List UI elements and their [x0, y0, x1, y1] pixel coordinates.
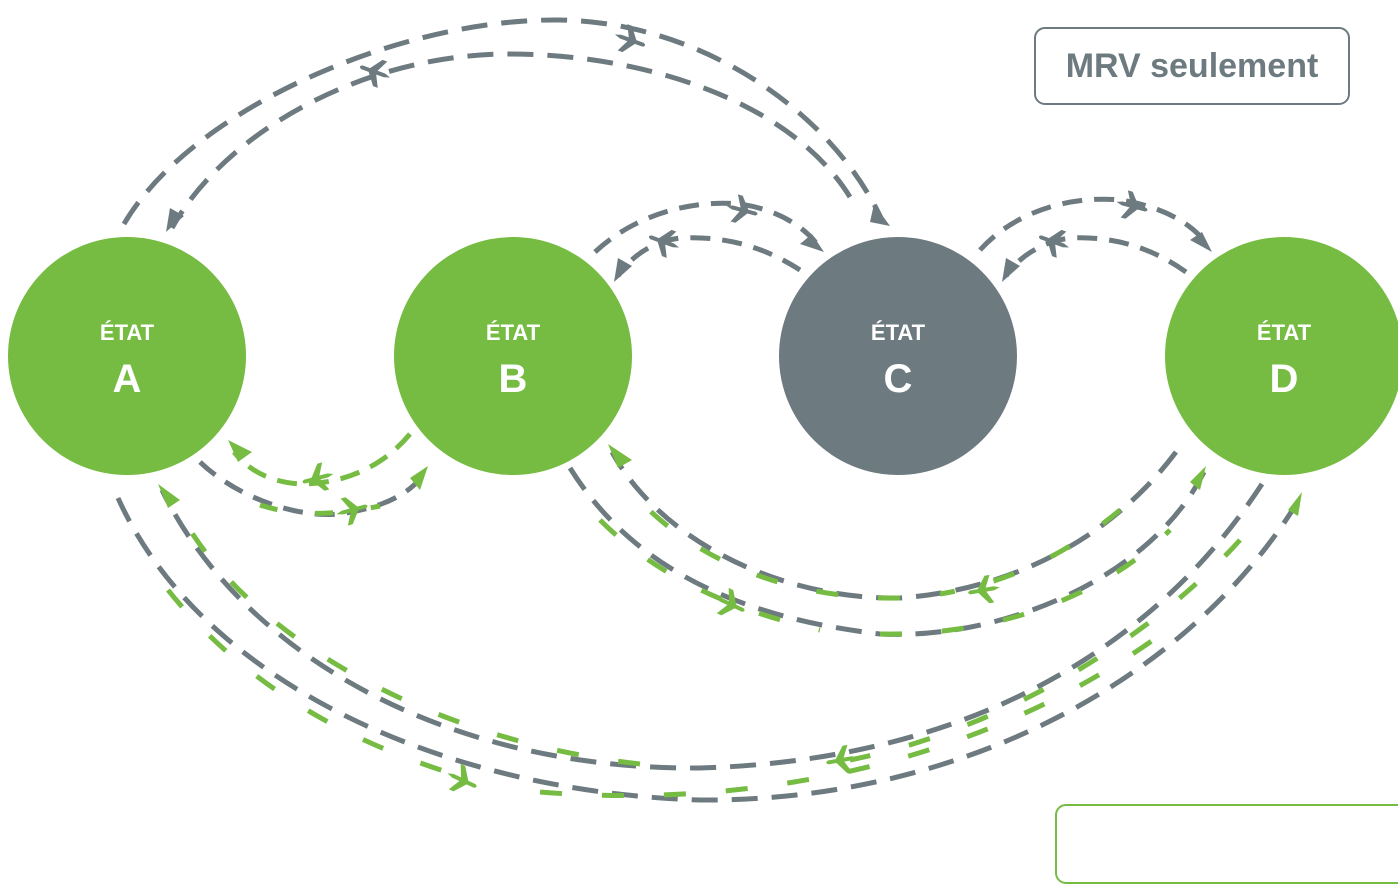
- route-c-to-a: [166, 51, 853, 232]
- route-path: [159, 482, 1265, 771]
- route-path: [198, 460, 427, 518]
- mrv-only-legend: MRV seulement: [1034, 27, 1350, 105]
- arrow-head: [614, 258, 632, 282]
- route-d-to-a: [158, 482, 1265, 777]
- route-d-to-c: [1002, 223, 1188, 282]
- arrow-head: [870, 204, 890, 226]
- route-d-to-b: [608, 444, 1178, 607]
- route-b-to-c: [593, 192, 824, 254]
- route-path: [232, 432, 412, 487]
- arrow-head: [800, 234, 824, 252]
- route-path: [115, 496, 1303, 803]
- arrow-head: [228, 440, 252, 462]
- route-path-green: [849, 538, 1242, 763]
- route-path: [593, 200, 823, 254]
- route-a-to-c: [121, 17, 890, 226]
- route-path-green: [879, 528, 1172, 637]
- state-circle: [394, 237, 632, 475]
- state-word: ÉTAT: [486, 320, 541, 345]
- arrow-head: [1002, 258, 1020, 282]
- state-word: ÉTAT: [871, 320, 926, 345]
- arrow-head: [410, 466, 428, 490]
- route-a-to-d: [115, 492, 1303, 803]
- plane-icon: [644, 223, 684, 261]
- route-b-to-d: [567, 466, 1207, 637]
- route-path: [1003, 235, 1188, 278]
- route-path: [121, 17, 884, 226]
- state-word: ÉTAT: [1257, 320, 1312, 345]
- state-circle: [1165, 237, 1398, 475]
- state-d-node: ÉTAT D: [1165, 237, 1398, 475]
- state-letter: B: [499, 357, 528, 401]
- plane-icon: [298, 460, 338, 496]
- state-c-node: ÉTAT C: [779, 237, 1017, 475]
- state-letter: A: [113, 357, 142, 401]
- route-path-green: [939, 508, 1122, 597]
- state-b-node: ÉTAT B: [394, 237, 632, 475]
- state-circle: [8, 237, 246, 475]
- state-letter: D: [1270, 357, 1299, 401]
- arrow-head: [1190, 232, 1212, 252]
- arrow-head: [1190, 466, 1206, 490]
- route-path-green: [166, 588, 461, 779]
- route-c-to-d: [978, 188, 1212, 252]
- flight-diagram: ÉTAT A ÉTAT B ÉTAT C ÉTAT D: [8, 17, 1398, 803]
- state-a-node: ÉTAT A: [8, 237, 246, 475]
- arrow-head: [158, 484, 180, 508]
- route-a-to-b: [198, 460, 428, 528]
- arrow-head: [166, 208, 184, 232]
- plane-icon: [722, 192, 762, 228]
- arrow-head: [1288, 492, 1302, 516]
- route-path-green: [628, 488, 901, 601]
- plane-icon: [1034, 223, 1074, 261]
- route-b-to-a: [228, 432, 412, 496]
- route-path-green: [187, 528, 641, 767]
- route-path: [615, 235, 802, 278]
- route-path-green: [539, 618, 1182, 798]
- arrow-head: [608, 444, 632, 468]
- route-c-to-b: [614, 223, 802, 282]
- legend-label: MRV seulement: [1065, 46, 1319, 85]
- route-path: [567, 466, 1207, 637]
- route-path: [978, 196, 1211, 252]
- state-circle: [779, 237, 1017, 475]
- state-word: ÉTAT: [100, 320, 155, 345]
- route-path-green: [598, 518, 821, 633]
- state-letter: C: [884, 357, 913, 401]
- route-path-green: [259, 502, 381, 516]
- second-legend-box: [1055, 804, 1398, 884]
- route-path: [169, 51, 853, 230]
- plane-icon: [610, 21, 650, 59]
